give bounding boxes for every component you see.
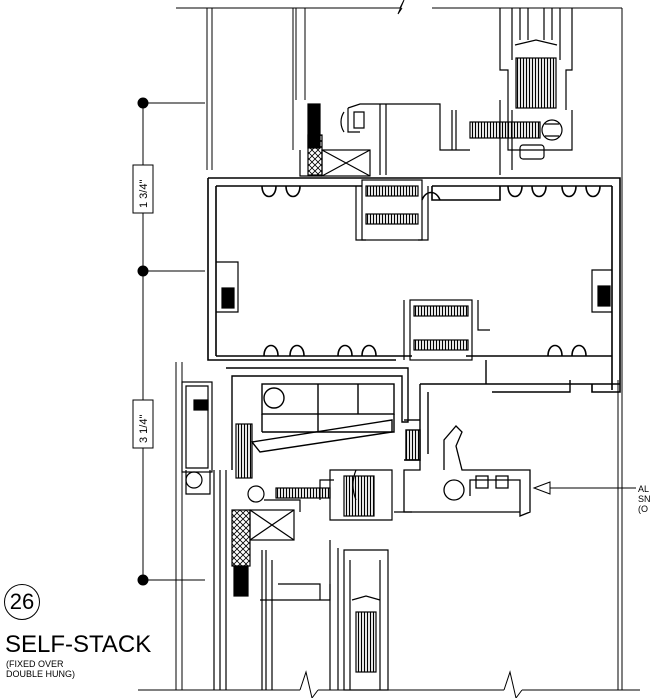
detail-title: SELF-STACK xyxy=(5,631,152,658)
thermal-break-upper xyxy=(355,179,429,241)
lower-sash-clip xyxy=(394,425,531,517)
dimension-dot-mid xyxy=(137,265,149,277)
callout-note: AL SN (O xyxy=(638,484,651,514)
detail-subtitle-line2: DOUBLE HUNG) xyxy=(6,669,76,679)
bottom-break-line xyxy=(138,670,640,698)
callout-line3: (O xyxy=(638,504,648,514)
thermal-break-lower xyxy=(403,299,490,361)
dimension-dot-top xyxy=(137,97,149,109)
sill-frame xyxy=(226,360,620,470)
callout-leader xyxy=(532,481,636,495)
dimension-dot-bottom xyxy=(137,574,149,586)
lower-sash-head xyxy=(231,423,393,691)
dimension-lines xyxy=(132,97,205,586)
callout-line1: AL xyxy=(638,484,650,494)
callout-line2: SN xyxy=(638,494,651,504)
detail-subtitle-line1: (FIXED OVER xyxy=(6,659,64,669)
side-clips xyxy=(216,261,612,313)
left-jamb xyxy=(181,381,227,690)
dimension-label-lower: 3 1/4" xyxy=(138,415,150,443)
head-frame xyxy=(207,177,621,393)
detail-number-bubble: 26 xyxy=(4,584,40,620)
detail-subtitle: (FIXED OVER DOUBLE HUNG) xyxy=(6,659,75,679)
upper-glazing xyxy=(299,103,470,177)
dimension-label-upper: 1 3/4" xyxy=(138,180,150,208)
upper-sash-stile xyxy=(469,8,573,175)
